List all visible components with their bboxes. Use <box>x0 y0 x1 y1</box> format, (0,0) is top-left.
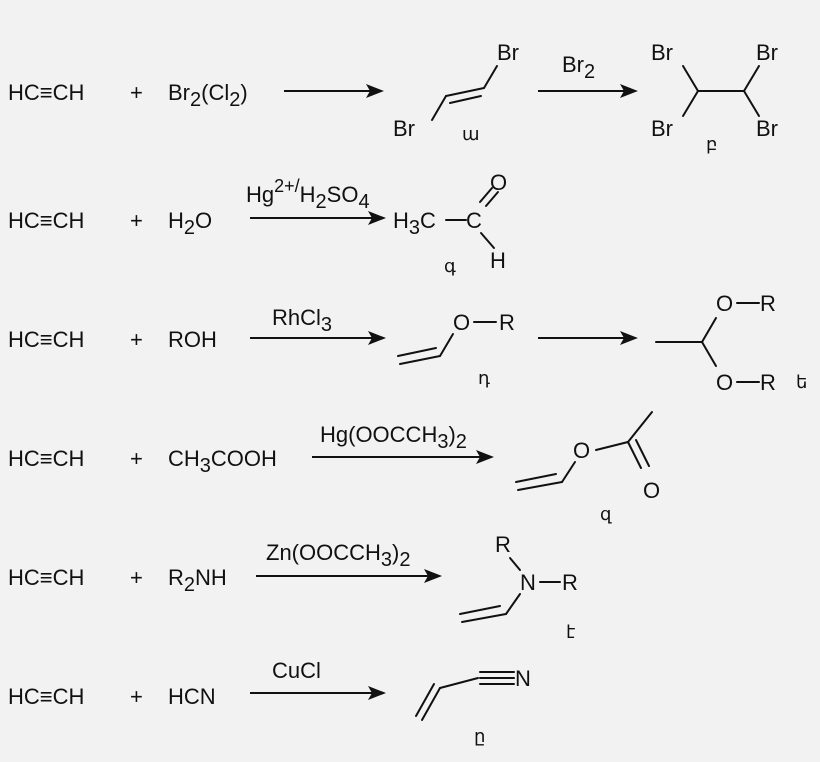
atom-br: Br <box>497 40 519 65</box>
arrow-reagent: Hg2+/H2SO4 <box>246 176 370 213</box>
reagent-acetic-acid: CH3COOH <box>168 446 277 477</box>
atom-r: R <box>562 570 578 595</box>
reaction-arrow <box>250 211 386 225</box>
product-tetrabromoethane: Br Br Br Br <box>651 40 778 141</box>
reaction-arrow <box>250 331 386 345</box>
plus-sign: + <box>130 208 143 233</box>
arrow-reagent: Hg(OOCCH3)2 <box>320 422 467 453</box>
compound-label: գ <box>444 256 456 276</box>
reagent-water: H2O <box>168 208 212 239</box>
reaction-row-4: HC≡CH + CH3COOH Hg(OOCCH3)2 O O զ <box>8 411 660 524</box>
atom-o: O <box>716 370 733 395</box>
reaction-arrow <box>256 569 442 583</box>
atom-br: Br <box>756 40 778 65</box>
compound-label: ե <box>796 372 807 392</box>
compound-label: ը <box>474 726 485 746</box>
product-vinyl-acetate: O O <box>515 411 660 503</box>
reaction-row-3: HC≡CH + ROH RhCl3 O R դ O R O <box>8 291 807 395</box>
reagent-alcohol: ROH <box>168 327 217 352</box>
atom-h: H <box>490 248 506 273</box>
atom-c: C <box>466 208 482 233</box>
reactant-acetylene: HC≡CH <box>8 565 84 590</box>
product-vinyl-amine: R N R <box>459 532 578 623</box>
reactant-acetylene: HC≡CH <box>8 446 84 471</box>
reaction-row-5: HC≡CH + R2NH Zn(OOCCH3)2 R N R է <box>8 532 578 642</box>
product-acrylonitrile: N <box>415 666 531 721</box>
arrow-reagent: Zn(OOCCH3)2 <box>266 540 410 571</box>
reaction-row-6: HC≡CH + HCN CuCl N ը <box>8 658 531 746</box>
compound-label: զ <box>600 504 612 524</box>
atom-r: R <box>760 370 776 395</box>
reactant-acetylene: HC≡CH <box>8 208 84 233</box>
compound-label: ա <box>462 124 480 144</box>
reagent-bromine: Br2(Cl2) <box>168 80 248 111</box>
atom-o: O <box>490 170 507 195</box>
atom-br: Br <box>651 116 673 141</box>
atom-r: R <box>495 532 511 557</box>
reaction-arrow <box>538 331 638 345</box>
atom-br: Br <box>756 116 778 141</box>
reaction-arrow <box>312 450 494 464</box>
atom-h3c: H3C <box>393 208 436 239</box>
reaction-arrow <box>284 84 384 98</box>
atom-o: O <box>573 438 590 463</box>
atom-r: R <box>499 310 515 335</box>
arrow-reagent: RhCl3 <box>272 305 332 336</box>
plus-sign: + <box>130 446 143 471</box>
reagent-hcn: HCN <box>168 684 216 709</box>
plus-sign: + <box>130 565 143 590</box>
atom-br: Br <box>393 116 415 141</box>
plus-sign: + <box>130 684 143 709</box>
reaction-arrow <box>250 686 386 700</box>
product-vinyl-ether: O R <box>397 310 515 365</box>
compound-label: բ <box>706 134 717 154</box>
reagent-amine: R2NH <box>168 565 227 596</box>
plus-sign: + <box>130 80 143 105</box>
compound-label: դ <box>478 368 490 388</box>
arrow-reagent: CuCl <box>272 658 321 683</box>
compound-label: է <box>566 622 575 642</box>
reactant-acetylene: HC≡CH <box>8 684 84 709</box>
atom-o: O <box>453 310 470 335</box>
product-acetaldehyde: H3C C O H <box>393 170 507 273</box>
reaction-row-1: HC≡CH + Br2(Cl2) Br Br ա Br2 Br Br <box>8 40 778 154</box>
reaction-arrow <box>538 84 638 98</box>
atom-n: N <box>515 666 531 691</box>
arrow-reagent: Br2 <box>562 52 595 83</box>
product-acetal: O R O R <box>655 291 776 395</box>
atom-br: Br <box>651 40 673 65</box>
reaction-row-2: HC≡CH + H2O Hg2+/H2SO4 H3C C O H գ <box>8 170 507 276</box>
reactant-acetylene: HC≡CH <box>8 80 84 105</box>
reactant-acetylene: HC≡CH <box>8 327 84 352</box>
product-dibromoethene: Br Br <box>393 40 519 141</box>
atom-r: R <box>760 291 776 316</box>
atom-o: O <box>716 291 733 316</box>
atom-o: O <box>643 478 660 503</box>
plus-sign: + <box>130 327 143 352</box>
atom-n: N <box>520 570 536 595</box>
